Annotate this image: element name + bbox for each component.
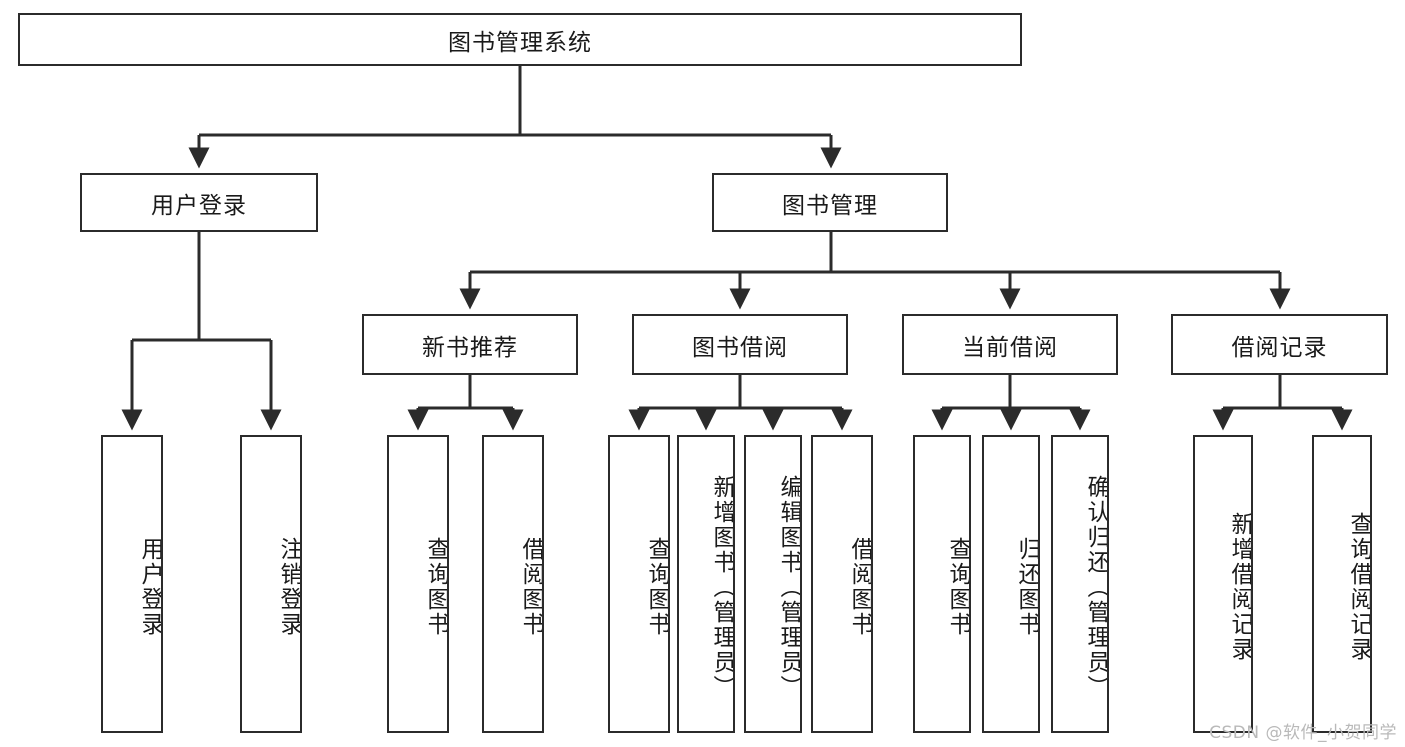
node-leaf[interactable]: 查询图书 (608, 435, 670, 733)
node-leaf[interactable]: 新增图书（管理员） (677, 435, 735, 733)
node-leaf[interactable]: 确认归还（管理员） (1051, 435, 1109, 733)
node-leaf[interactable]: 用户登录 (101, 435, 163, 733)
node-level2-user-login[interactable]: 用户登录 (80, 173, 318, 232)
node-leaf[interactable]: 归还图书 (982, 435, 1040, 733)
node-leaf[interactable]: 新增借阅记录 (1193, 435, 1253, 733)
node-level3-borrow-records[interactable]: 借阅记录 (1171, 314, 1388, 375)
node-level3-book-borrow[interactable]: 图书借阅 (632, 314, 848, 375)
node-leaf[interactable]: 借阅图书 (811, 435, 873, 733)
node-root[interactable]: 图书管理系统 (18, 13, 1022, 66)
node-leaf[interactable]: 编辑图书（管理员） (744, 435, 802, 733)
node-level2-book-management[interactable]: 图书管理 (712, 173, 948, 232)
node-leaf[interactable]: 查询图书 (387, 435, 449, 733)
node-leaf[interactable]: 查询图书 (913, 435, 971, 733)
node-level3-new-book-recommend[interactable]: 新书推荐 (362, 314, 578, 375)
node-level3-current-borrow[interactable]: 当前借阅 (902, 314, 1118, 375)
node-leaf[interactable]: 注销登录 (240, 435, 302, 733)
csdn-watermark: CSDN @软件_小贺同学 (1209, 723, 1397, 743)
node-leaf[interactable]: 查询借阅记录 (1312, 435, 1372, 733)
node-leaf[interactable]: 借阅图书 (482, 435, 544, 733)
